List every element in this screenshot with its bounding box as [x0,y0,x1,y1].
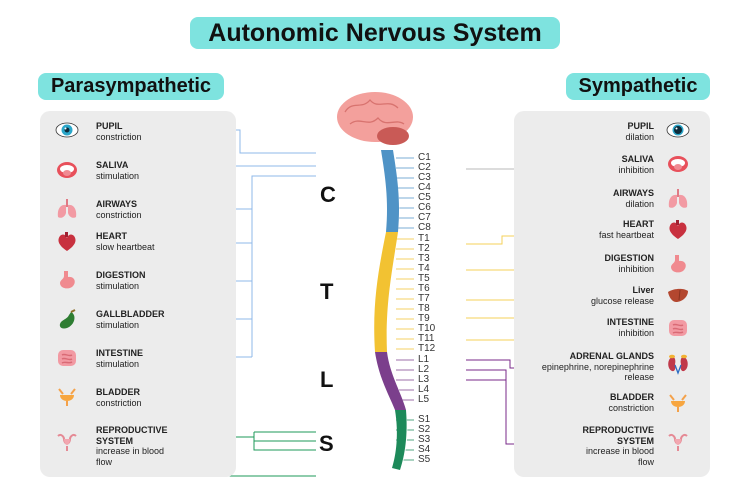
vertebra-label: T11 [418,333,435,344]
parasympathetic-heading: Parasympathetic [38,73,224,100]
vertebra-label: T8 [418,303,430,314]
segment-label-thoracic: T [320,279,334,304]
vertebra-label: C1 [418,152,431,163]
vertebra-label: T10 [418,323,436,334]
eye-icon [666,119,690,141]
mouth-icon [666,153,690,175]
vertebra-label: T9 [418,313,430,324]
vertebra-label: T4 [418,263,430,274]
uterus-icon [666,431,690,453]
spine-thoracic [374,232,398,352]
vertebra-label: S1 [418,414,431,425]
lungs-icon [55,198,79,220]
vertebra-label: T12 [418,343,436,354]
spine-sacral [392,410,407,470]
vertebra-label: T6 [418,283,430,294]
vertebra-label: T3 [418,253,430,264]
vertebra-label: C5 [418,192,431,203]
vertebra-label: L5 [418,394,430,405]
segment-label-sacral: S [319,431,334,456]
intestine-icon [666,317,690,339]
vertebra-label: C6 [418,202,431,213]
vertebra-label: S2 [418,424,431,435]
vertebra-label: C7 [418,212,431,223]
vertebra-label: S4 [418,444,431,455]
vertebra-label: C8 [418,222,431,233]
vertebra-label: C2 [418,162,431,173]
vertebra-label: T5 [418,273,430,284]
gallbladder-icon [55,309,79,331]
sympathetic-heading: Sympathetic [566,73,710,100]
page-title: Autonomic Nervous System [190,17,560,49]
kidney-icon [666,353,690,375]
brain-folds [344,98,405,125]
vertebra-label: S5 [418,454,431,465]
mouth-icon [55,159,79,181]
vertebra-label: T1 [418,233,430,244]
lungs-icon [666,188,690,210]
segment-label-lumbar: L [320,367,334,392]
vertebra-label: S3 [418,434,431,445]
stomach-icon [55,269,79,291]
vertebra-label: L3 [418,374,430,385]
liver-icon [666,285,690,307]
vertebra-label: L4 [418,384,430,395]
vertebra-label: T7 [418,293,430,304]
vertebra-label: T2 [418,243,430,254]
spine-cervical [381,150,400,232]
cerebellum-icon [377,127,409,145]
bladder-icon [55,386,79,408]
segment-label-cervical: C [320,182,336,207]
spine-lumbar [375,352,406,410]
heart-icon [55,231,79,253]
eye-icon [55,119,79,141]
intestine-icon [55,347,79,369]
vertebra-label: L2 [418,364,430,375]
vertebra-label: C3 [418,172,431,183]
heart-icon [666,219,690,241]
vertebra-label: L1 [418,354,430,365]
bladder-icon [666,392,690,414]
stomach-icon [666,253,690,275]
vertebra-label: C4 [418,182,431,193]
uterus-icon [55,431,79,453]
